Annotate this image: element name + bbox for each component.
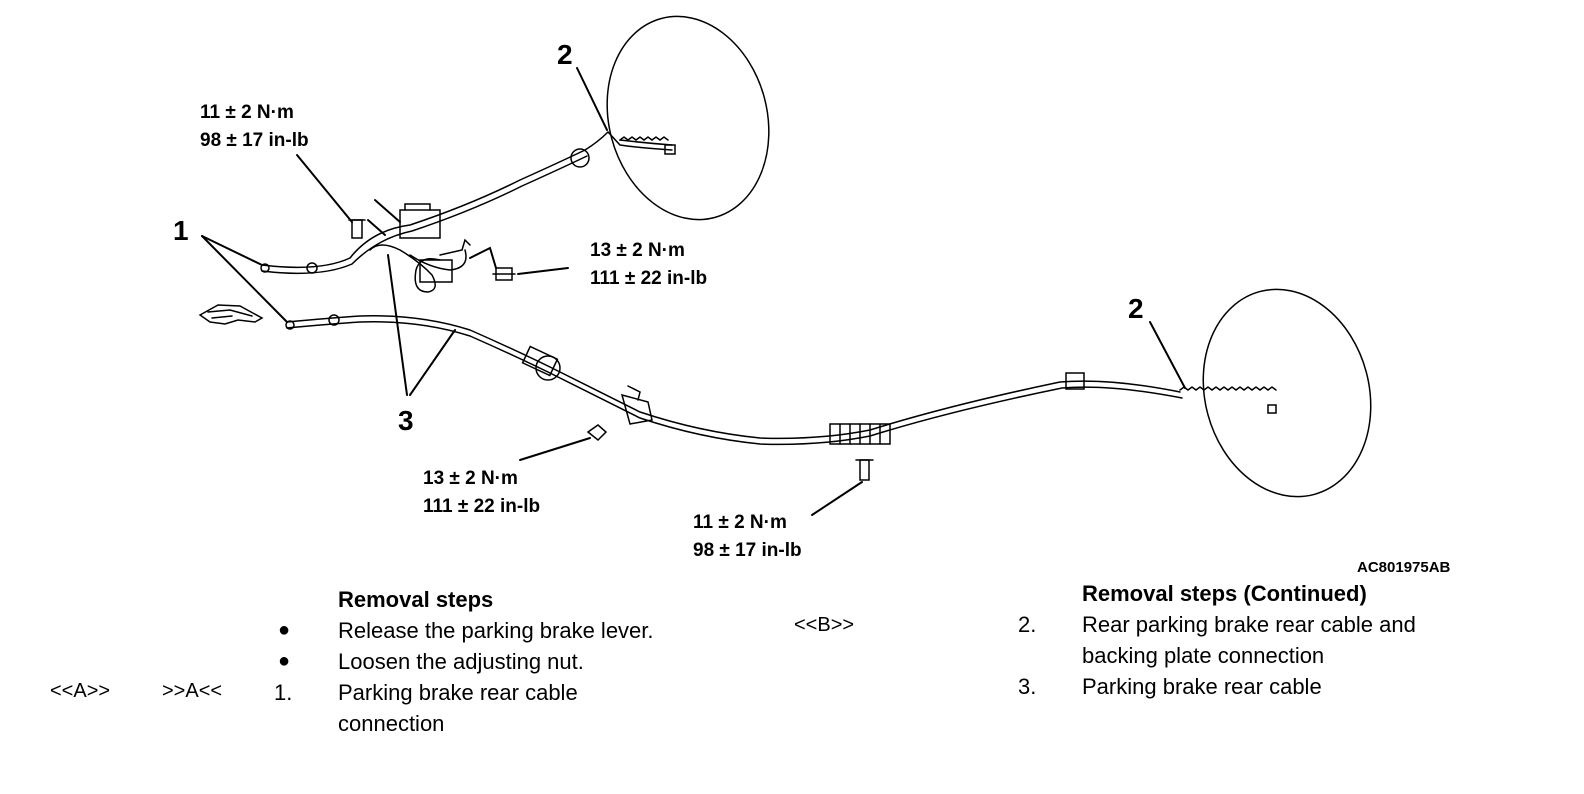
torque-bottom-nm: 11 ± 2 N·m [693,512,787,533]
torque-upper-inlb: 98 ± 17 in-lb [200,130,309,151]
equalizer-part [198,304,264,325]
step-1: 1. Parking brake rear cable [274,677,778,708]
backing-plate-upper [606,15,770,221]
tag-a-install: <<A>> [50,680,111,702]
step-2: 2. Rear parking brake rear cable and [1018,609,1542,640]
brake-cable-diagram: 1 2 2 3 11 ± 2 N·m 98 ± 17 in-lb 13 ± 2 … [173,15,1451,576]
removal-steps-title: Removal steps [338,587,494,612]
mounting-bolt-lower [855,459,874,481]
step-1-text-line1: Parking brake rear cable [338,680,578,705]
step-2-number: 2. [1018,612,1037,637]
tag-b: <<B>> [794,614,855,636]
torque-bottom-inlb: 98 ± 17 in-lb [693,540,802,561]
torque-lower-inlb: 111 ± 22 in-lb [423,496,540,517]
step-2-cont: backing plate connection [1082,640,1542,671]
backing-plate-right [1202,288,1372,498]
step-2-text-line1: Rear parking brake rear cable and [1082,612,1416,637]
bullet-dot-icon: ● [278,619,291,641]
step-1-cont: connection [338,708,778,739]
leader-lines [201,67,1186,516]
removal-steps-right: Removal steps (Continued) 2. Rear parkin… [1018,578,1542,702]
step-1-number: 1. [274,680,293,705]
removal-steps-left: Removal steps ● Release the parking brak… [274,584,778,739]
step-bullet-2-text: Loosen the adjusting nut. [338,649,584,674]
callout-3: 3 [398,405,414,436]
cable-loop [369,238,471,293]
tag-a-remove: >>A<< [162,680,223,702]
callout-1: 1 [173,215,189,246]
step-bullet-1-text: Release the parking brake lever. [338,618,654,643]
mounting-bolt-upper [348,219,366,239]
step-1-text-line2: connection [338,711,445,736]
figure-code: AC801975AB [1357,559,1451,576]
callout-2-right: 2 [1128,293,1144,324]
rear-cable-lower [285,314,1277,446]
step-bullet-2: ● Loosen the adjusting nut. [278,646,778,677]
torque-upper-nm: 11 ± 2 N·m [200,102,294,123]
step-2-text-line2: backing plate connection [1082,643,1325,668]
callout-2-upper: 2 [557,39,573,70]
rear-cable-upper [260,130,676,275]
mounting-nut-middle [492,267,516,281]
step-3-text-line1: Parking brake rear cable [1082,674,1322,699]
torque-lower-nm: 13 ± 2 N·m [423,468,518,489]
torque-middle-inlb: 111 ± 22 in-lb [590,268,707,289]
mounting-nut-lower [586,424,608,442]
removal-steps-continued-title: Removal steps (Continued) [1082,581,1367,606]
step-bullet-1: ● Release the parking brake lever. [278,615,778,646]
step-3-number: 3. [1018,674,1037,699]
bullet-dot-icon: ● [278,650,291,672]
step-3: 3. Parking brake rear cable [1018,671,1542,702]
torque-middle-nm: 13 ± 2 N·m [590,240,685,261]
